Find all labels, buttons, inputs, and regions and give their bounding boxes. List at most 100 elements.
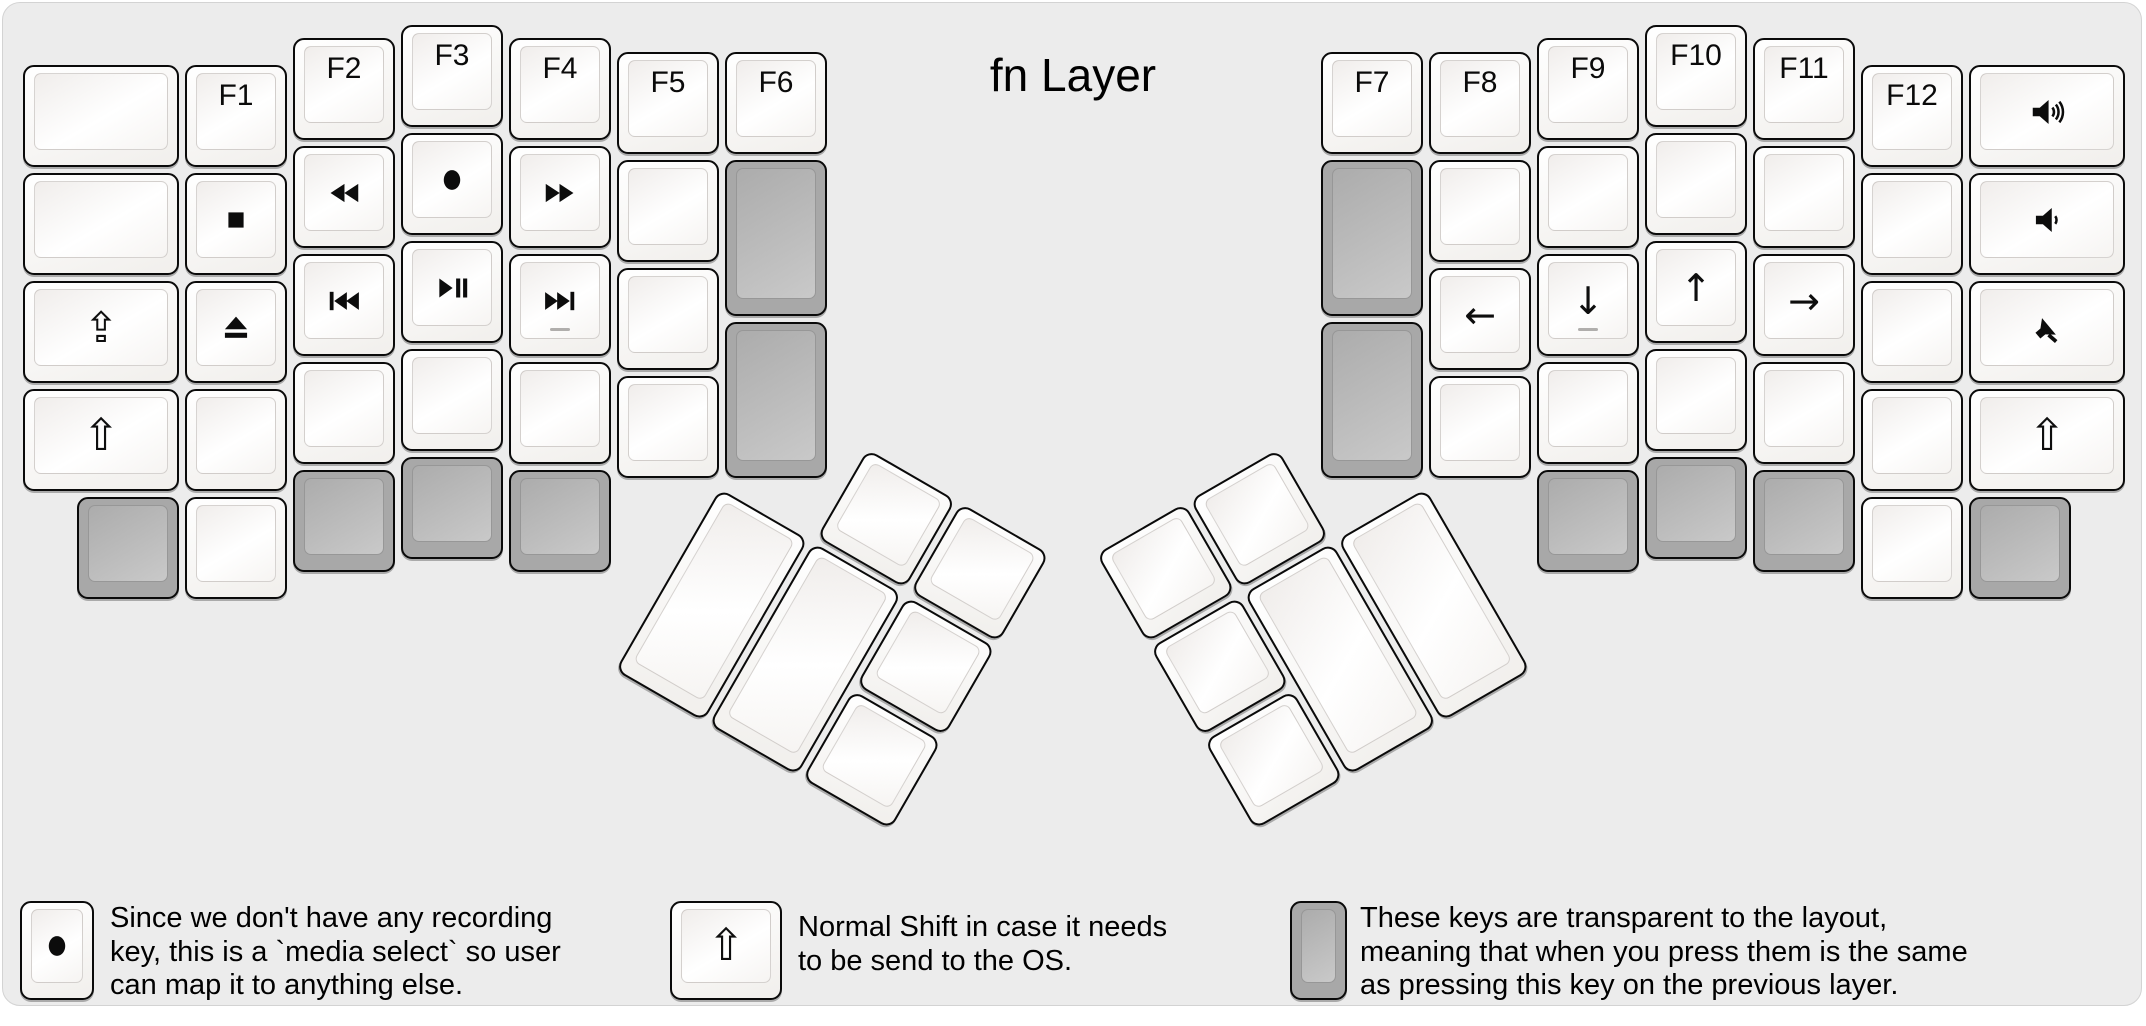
key-transparent[interactable] — [1537, 470, 1639, 572]
key-arrow-up[interactable]: ↑ — [1645, 241, 1747, 343]
keytop: ⇧ — [1980, 397, 2114, 474]
key-f11[interactable]: F11 — [1753, 38, 1855, 140]
keytop — [1217, 702, 1326, 810]
keytop — [196, 181, 276, 258]
keytop — [1872, 397, 1952, 474]
key-volume-mute[interactable] — [1969, 281, 2125, 383]
keytop — [736, 330, 816, 461]
key-blank[interactable] — [1429, 160, 1531, 262]
key-blank[interactable] — [617, 268, 719, 370]
keytop — [1980, 73, 2114, 150]
key-blank[interactable] — [1537, 362, 1639, 464]
keytop: ↑ — [1656, 249, 1736, 326]
keytop — [834, 461, 943, 569]
key-f12[interactable]: F12 — [1861, 65, 1963, 167]
key-blank[interactable] — [1861, 497, 1963, 599]
key-next-track[interactable] — [509, 254, 611, 356]
keytop: F4 — [520, 46, 600, 123]
key-transparent[interactable] — [293, 470, 395, 572]
keytop — [1764, 478, 1844, 555]
key-f10[interactable]: F10 — [1645, 25, 1747, 127]
key-volume-down[interactable] — [1969, 173, 2125, 275]
caps-lock-icon: ⇪ — [83, 302, 119, 352]
key-record[interactable] — [20, 901, 94, 1000]
keytop: → — [1764, 262, 1844, 339]
key-blank[interactable] — [1429, 376, 1531, 478]
keytop: ⇪ — [34, 289, 168, 366]
key-transparent[interactable] — [509, 470, 611, 572]
keytop: F11 — [1764, 46, 1844, 123]
key-blank[interactable] — [1753, 146, 1855, 248]
arrow-left-icon: ← — [1464, 292, 1496, 337]
keytop — [520, 370, 600, 447]
key-blank[interactable] — [23, 65, 179, 167]
shift-icon: ⇧ — [2028, 409, 2066, 461]
volume-up-icon — [2028, 93, 2066, 131]
key-arrow-left[interactable]: ← — [1429, 268, 1531, 370]
key-transparent[interactable] — [725, 160, 827, 316]
keytop — [1656, 141, 1736, 218]
key-blank[interactable] — [1861, 173, 1963, 275]
key-blank[interactable] — [617, 160, 719, 262]
key-prev-track[interactable] — [293, 254, 395, 356]
key-transparent[interactable] — [725, 322, 827, 478]
key-arrow-right[interactable]: → — [1753, 254, 1855, 356]
key-volume-up[interactable] — [1969, 65, 2125, 167]
key-blank[interactable] — [1645, 133, 1747, 235]
key-f4[interactable]: F4 — [509, 38, 611, 140]
key-transparent[interactable] — [1753, 470, 1855, 572]
key-transparent[interactable] — [1290, 901, 1347, 1000]
key-transparent[interactable] — [401, 457, 503, 559]
key-play-pause[interactable] — [401, 241, 503, 343]
key-f1[interactable]: F1 — [185, 65, 287, 167]
key-f3[interactable]: F3 — [401, 25, 503, 127]
key-blank[interactable] — [185, 389, 287, 491]
key-transparent[interactable] — [77, 497, 179, 599]
arrow-up-icon: ↑ — [1680, 265, 1712, 310]
key-transparent[interactable] — [1321, 322, 1423, 478]
key-f9[interactable]: F9 — [1537, 38, 1639, 140]
keytop — [34, 181, 168, 258]
key-blank[interactable] — [1861, 281, 1963, 383]
keytop — [88, 505, 168, 582]
key-blank[interactable] — [1861, 389, 1963, 491]
key-f5[interactable]: F5 — [617, 52, 719, 154]
arrow-right-icon: → — [1788, 278, 1820, 323]
keytop — [628, 276, 708, 353]
key-transparent[interactable] — [1969, 497, 2071, 599]
key-transparent[interactable] — [1645, 457, 1747, 559]
homing-bar — [1578, 327, 1598, 331]
key-blank[interactable] — [617, 376, 719, 478]
key-f2[interactable]: F2 — [293, 38, 395, 140]
key-caps-lock[interactable]: ⇪ — [23, 281, 179, 383]
key-blank[interactable] — [1753, 362, 1855, 464]
key-blank[interactable] — [23, 173, 179, 275]
key-shift[interactable]: ⇧ — [1969, 389, 2125, 491]
key-blank[interactable] — [1645, 349, 1747, 451]
key-record[interactable] — [401, 133, 503, 235]
keytop — [1872, 289, 1952, 366]
key-fast-forward[interactable] — [509, 146, 611, 248]
key-blank[interactable] — [185, 497, 287, 599]
key-blank[interactable] — [1537, 146, 1639, 248]
key-f7[interactable]: F7 — [1321, 52, 1423, 154]
shift-icon: ⇧ — [707, 920, 745, 971]
key-f8[interactable]: F8 — [1429, 52, 1531, 154]
key-blank[interactable] — [401, 349, 503, 451]
key-eject[interactable] — [185, 281, 287, 383]
legend-text-line: key, this is a `media select` so user — [110, 935, 561, 968]
key-f6[interactable]: F6 — [725, 52, 827, 154]
key-shift[interactable]: ⇧ — [23, 389, 179, 491]
key-blank[interactable] — [509, 362, 611, 464]
key-transparent[interactable] — [1321, 160, 1423, 316]
keytop: ⇧ — [681, 909, 771, 983]
key-blank[interactable] — [293, 362, 395, 464]
keytop — [196, 289, 276, 366]
key-arrow-down[interactable]: ↓ — [1537, 254, 1639, 356]
key-stop[interactable] — [185, 173, 287, 275]
key-rewind[interactable] — [293, 146, 395, 248]
key-shift[interactable]: ⇧ — [670, 901, 782, 1000]
keytop: F12 — [1872, 73, 1952, 150]
